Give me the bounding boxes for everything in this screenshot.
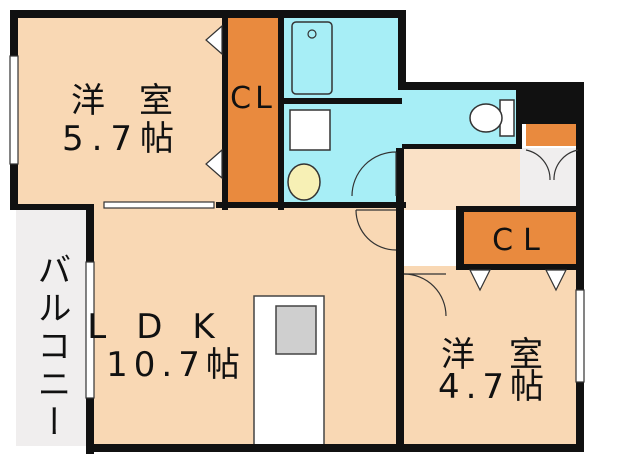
balcony-label: バルコニー — [31, 252, 71, 442]
washing-machine-space — [289, 109, 331, 151]
western-room-2 — [404, 266, 578, 446]
shoe-closet — [526, 124, 578, 146]
washbasin — [287, 163, 321, 201]
closet-2 — [460, 210, 578, 266]
ldk-room — [90, 206, 402, 446]
western-room-2-name: 洋 室 — [441, 335, 543, 375]
closet-2-label: CL — [492, 223, 550, 258]
ldk-size: 10.7帖 — [106, 345, 246, 385]
toilet-bowl — [469, 103, 503, 133]
bath-drain — [307, 29, 317, 39]
closet-doors — [205, 24, 567, 292]
kitchen-sink — [275, 305, 317, 355]
western-room-1-size: 5.7帖 — [62, 119, 182, 159]
balcony-area — [16, 210, 86, 446]
bathtub — [291, 21, 333, 95]
closet-1-label: CL — [230, 81, 276, 116]
western-room-2-size: 4.7帖 — [438, 367, 550, 407]
western-room-1-name: 洋 室 — [71, 81, 173, 121]
closet-1 — [226, 16, 280, 206]
door-swings — [351, 149, 579, 317]
windows — [9, 55, 585, 399]
western-room-1 — [16, 16, 226, 206]
entrance — [520, 148, 578, 208]
ldk-label: LDK — [87, 307, 244, 347]
